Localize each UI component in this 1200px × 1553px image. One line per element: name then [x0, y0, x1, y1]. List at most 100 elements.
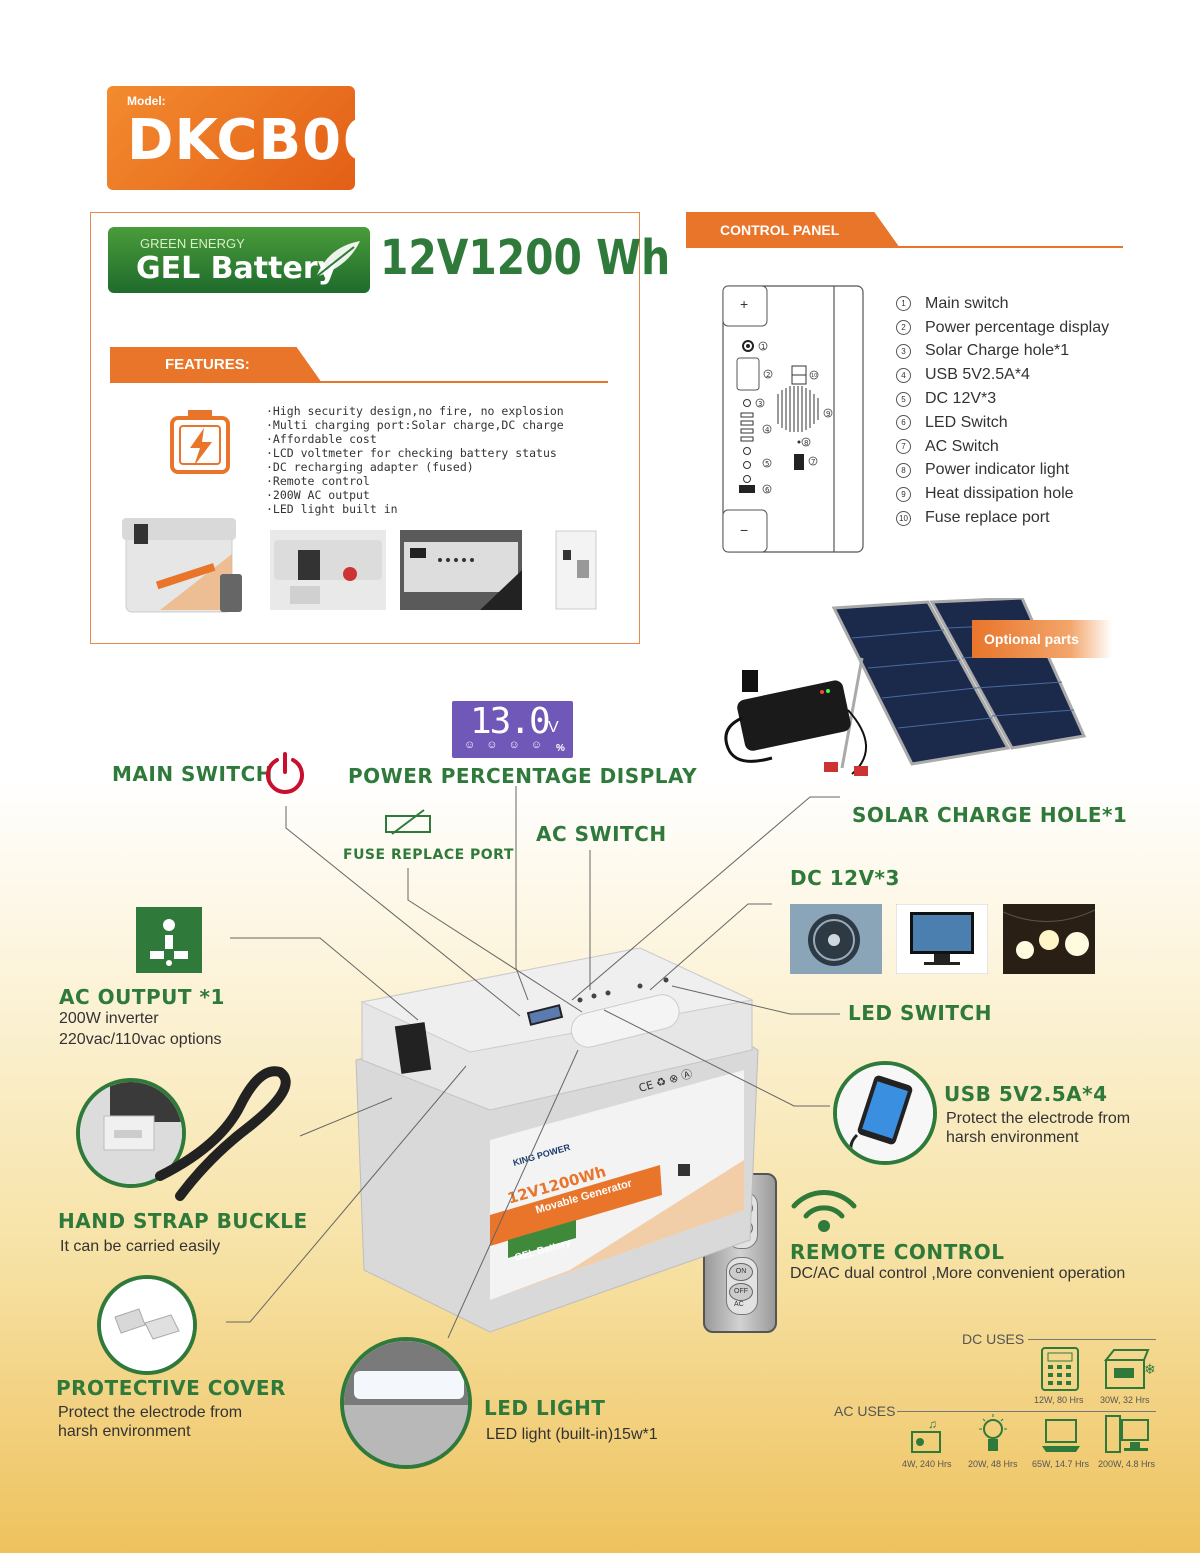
control-panel-title: CONTROL PANEL [720, 222, 840, 238]
legend-number: 6 [896, 415, 911, 431]
dc-use-caption: 12W, 80 Hrs [1034, 1395, 1084, 1405]
gel-battery-logo: GREEN ENERGY GEL Battery [108, 227, 370, 293]
solar-hole-label: SOLAR CHARGE HOLE*1 [852, 803, 1128, 827]
legend-label: Heat dissipation hole [925, 485, 1074, 503]
fuse-port-label: FUSE REPLACE PORT [343, 847, 514, 863]
positive-terminal: + [740, 296, 749, 312]
logo-big-text: GEL Battery [136, 251, 338, 286]
ac-uses-line [897, 1411, 1156, 1412]
svg-text:❄: ❄ [1144, 1361, 1156, 1377]
control-panel-tab: CONTROL PANEL [686, 212, 900, 248]
ac-caption: AC [734, 1301, 744, 1308]
svg-text:10: 10 [811, 373, 817, 379]
remote-label: REMOTE CONTROL [790, 1240, 1005, 1264]
svg-text:3: 3 [758, 400, 762, 408]
lcd-unit: V [548, 719, 559, 736]
strap-buckle-image [80, 1082, 182, 1184]
legend-number: 10 [896, 510, 911, 526]
legend-number: 1 [896, 296, 911, 312]
ac-use-caption: 65W, 14.7 Hrs [1032, 1459, 1090, 1469]
svg-text:7: 7 [811, 458, 815, 466]
svg-text:8: 8 [804, 439, 808, 447]
ac-use-caption: 20W, 48 Hrs [968, 1459, 1018, 1469]
smartphone-image [837, 1065, 933, 1161]
ac-uses-title: AC USES [834, 1403, 896, 1419]
ac-on-button[interactable]: ON [729, 1263, 753, 1281]
svg-text:2: 2 [766, 371, 770, 379]
svg-text:9: 9 [826, 410, 830, 418]
lcd-smiley-icons: ☺☺☺☺ [464, 739, 553, 751]
svg-text:♫: ♫ [928, 1417, 937, 1431]
hand-strap-image [155, 1066, 291, 1201]
bulb-icon [979, 1414, 1007, 1451]
model-code: DKCB06 [127, 108, 383, 173]
legend-item: 1 Main switch [896, 292, 1109, 316]
usb-desc-line2: harsh environment [946, 1129, 1079, 1146]
usb-desc-line1: Protect the electrode from [946, 1110, 1131, 1127]
legend-label: Solar Charge hole*1 [925, 342, 1070, 360]
features-title: FEATURES: [165, 356, 250, 373]
battery-charge-icon [170, 410, 230, 474]
legend-item: 6 LED Switch [896, 411, 1109, 435]
legend-label: DC 12V*3 [925, 390, 997, 408]
leaf-icon [315, 241, 360, 278]
cover-desc-line1: Protect the electrode from [58, 1404, 243, 1421]
control-panel-divider [686, 246, 1123, 248]
lcd-percent: % [556, 743, 565, 754]
protective-cover-circle [97, 1275, 197, 1375]
fuse-icon [385, 809, 431, 835]
remote-desc: DC/AC dual control ,More convenient oper… [790, 1265, 1126, 1282]
ac-output-label: AC OUTPUT *1 [59, 985, 225, 1009]
feature-item: ·Affordable cost [266, 432, 377, 446]
fridge-icon: ❄ [1104, 1349, 1156, 1389]
main-switch-label: MAIN SWITCH [112, 762, 273, 786]
power-display-label: POWER PERCENTAGE DISPLAY [348, 764, 698, 788]
led-switch-label: LED SWITCH [848, 1001, 992, 1025]
feature-item: ·High security design,no fire, no explos… [266, 404, 564, 418]
feature-item: ·Multi charging port:Solar charge,DC cha… [266, 418, 564, 432]
legend-number: 8 [896, 462, 911, 478]
logo-small-text: GREEN ENERGY [140, 236, 245, 251]
dc-label: DC 12V*3 [790, 866, 900, 890]
feature-item: ·200W AC output [266, 488, 370, 502]
legend-number: 2 [896, 320, 911, 336]
cover-label: PROTECTIVE COVER [56, 1376, 286, 1400]
svg-text:4: 4 [765, 426, 770, 434]
main-battery-image: CE ♻ ⊗ Ⓐ [355, 947, 759, 1333]
control-panel-detail-image [400, 530, 522, 610]
feature-item: ·LED light built in [266, 502, 398, 516]
fan-image [790, 904, 882, 974]
side-panel-image [555, 530, 597, 610]
cover-desc-line2: harsh environment [58, 1423, 191, 1440]
lcd-display: 13.0 V % ☺☺☺☺ [452, 701, 573, 758]
desktop-icon [1105, 1415, 1149, 1453]
legend-label: LED Switch [925, 413, 1008, 431]
legend-label: Fuse replace port [925, 509, 1050, 527]
ac-switch-label: AC SWITCH [536, 822, 667, 846]
led-light-label: LED LIGHT [484, 1396, 606, 1420]
feature-item: ·DC recharging adapter (fused) [266, 460, 474, 474]
negative-terminal: − [740, 522, 749, 538]
legend-label: Main switch [925, 294, 1009, 312]
legend-item: 10 Fuse replace port [896, 506, 1109, 530]
radio-icon: ♫ [911, 1417, 941, 1453]
light-bulbs-image [1003, 904, 1095, 974]
protective-cover-image [101, 1279, 193, 1371]
dc-use-caption: 30W, 32 Hrs [1100, 1395, 1150, 1405]
strap-label: HAND STRAP BUCKLE [58, 1209, 308, 1233]
usb-circle [833, 1061, 937, 1165]
control-panel-diagram: 1 2 3 4 5 6 7 8 9 10 [722, 285, 864, 553]
legend-label: Power percentage display [925, 318, 1110, 336]
monitor-image [896, 904, 988, 974]
lcd-reading: 13.0 [470, 701, 551, 742]
features-divider [110, 381, 608, 383]
control-panel-legend: 1 Main switch 2 Power percentage display 3… [896, 292, 1109, 530]
usb-label: USB 5V2.5A*4 [944, 1082, 1108, 1106]
ac-outlet-icon [136, 907, 202, 973]
ac-off-button[interactable]: OFF [729, 1283, 753, 1301]
strap-desc: It can be carried easily [60, 1238, 221, 1255]
battery-product-image [122, 518, 242, 613]
